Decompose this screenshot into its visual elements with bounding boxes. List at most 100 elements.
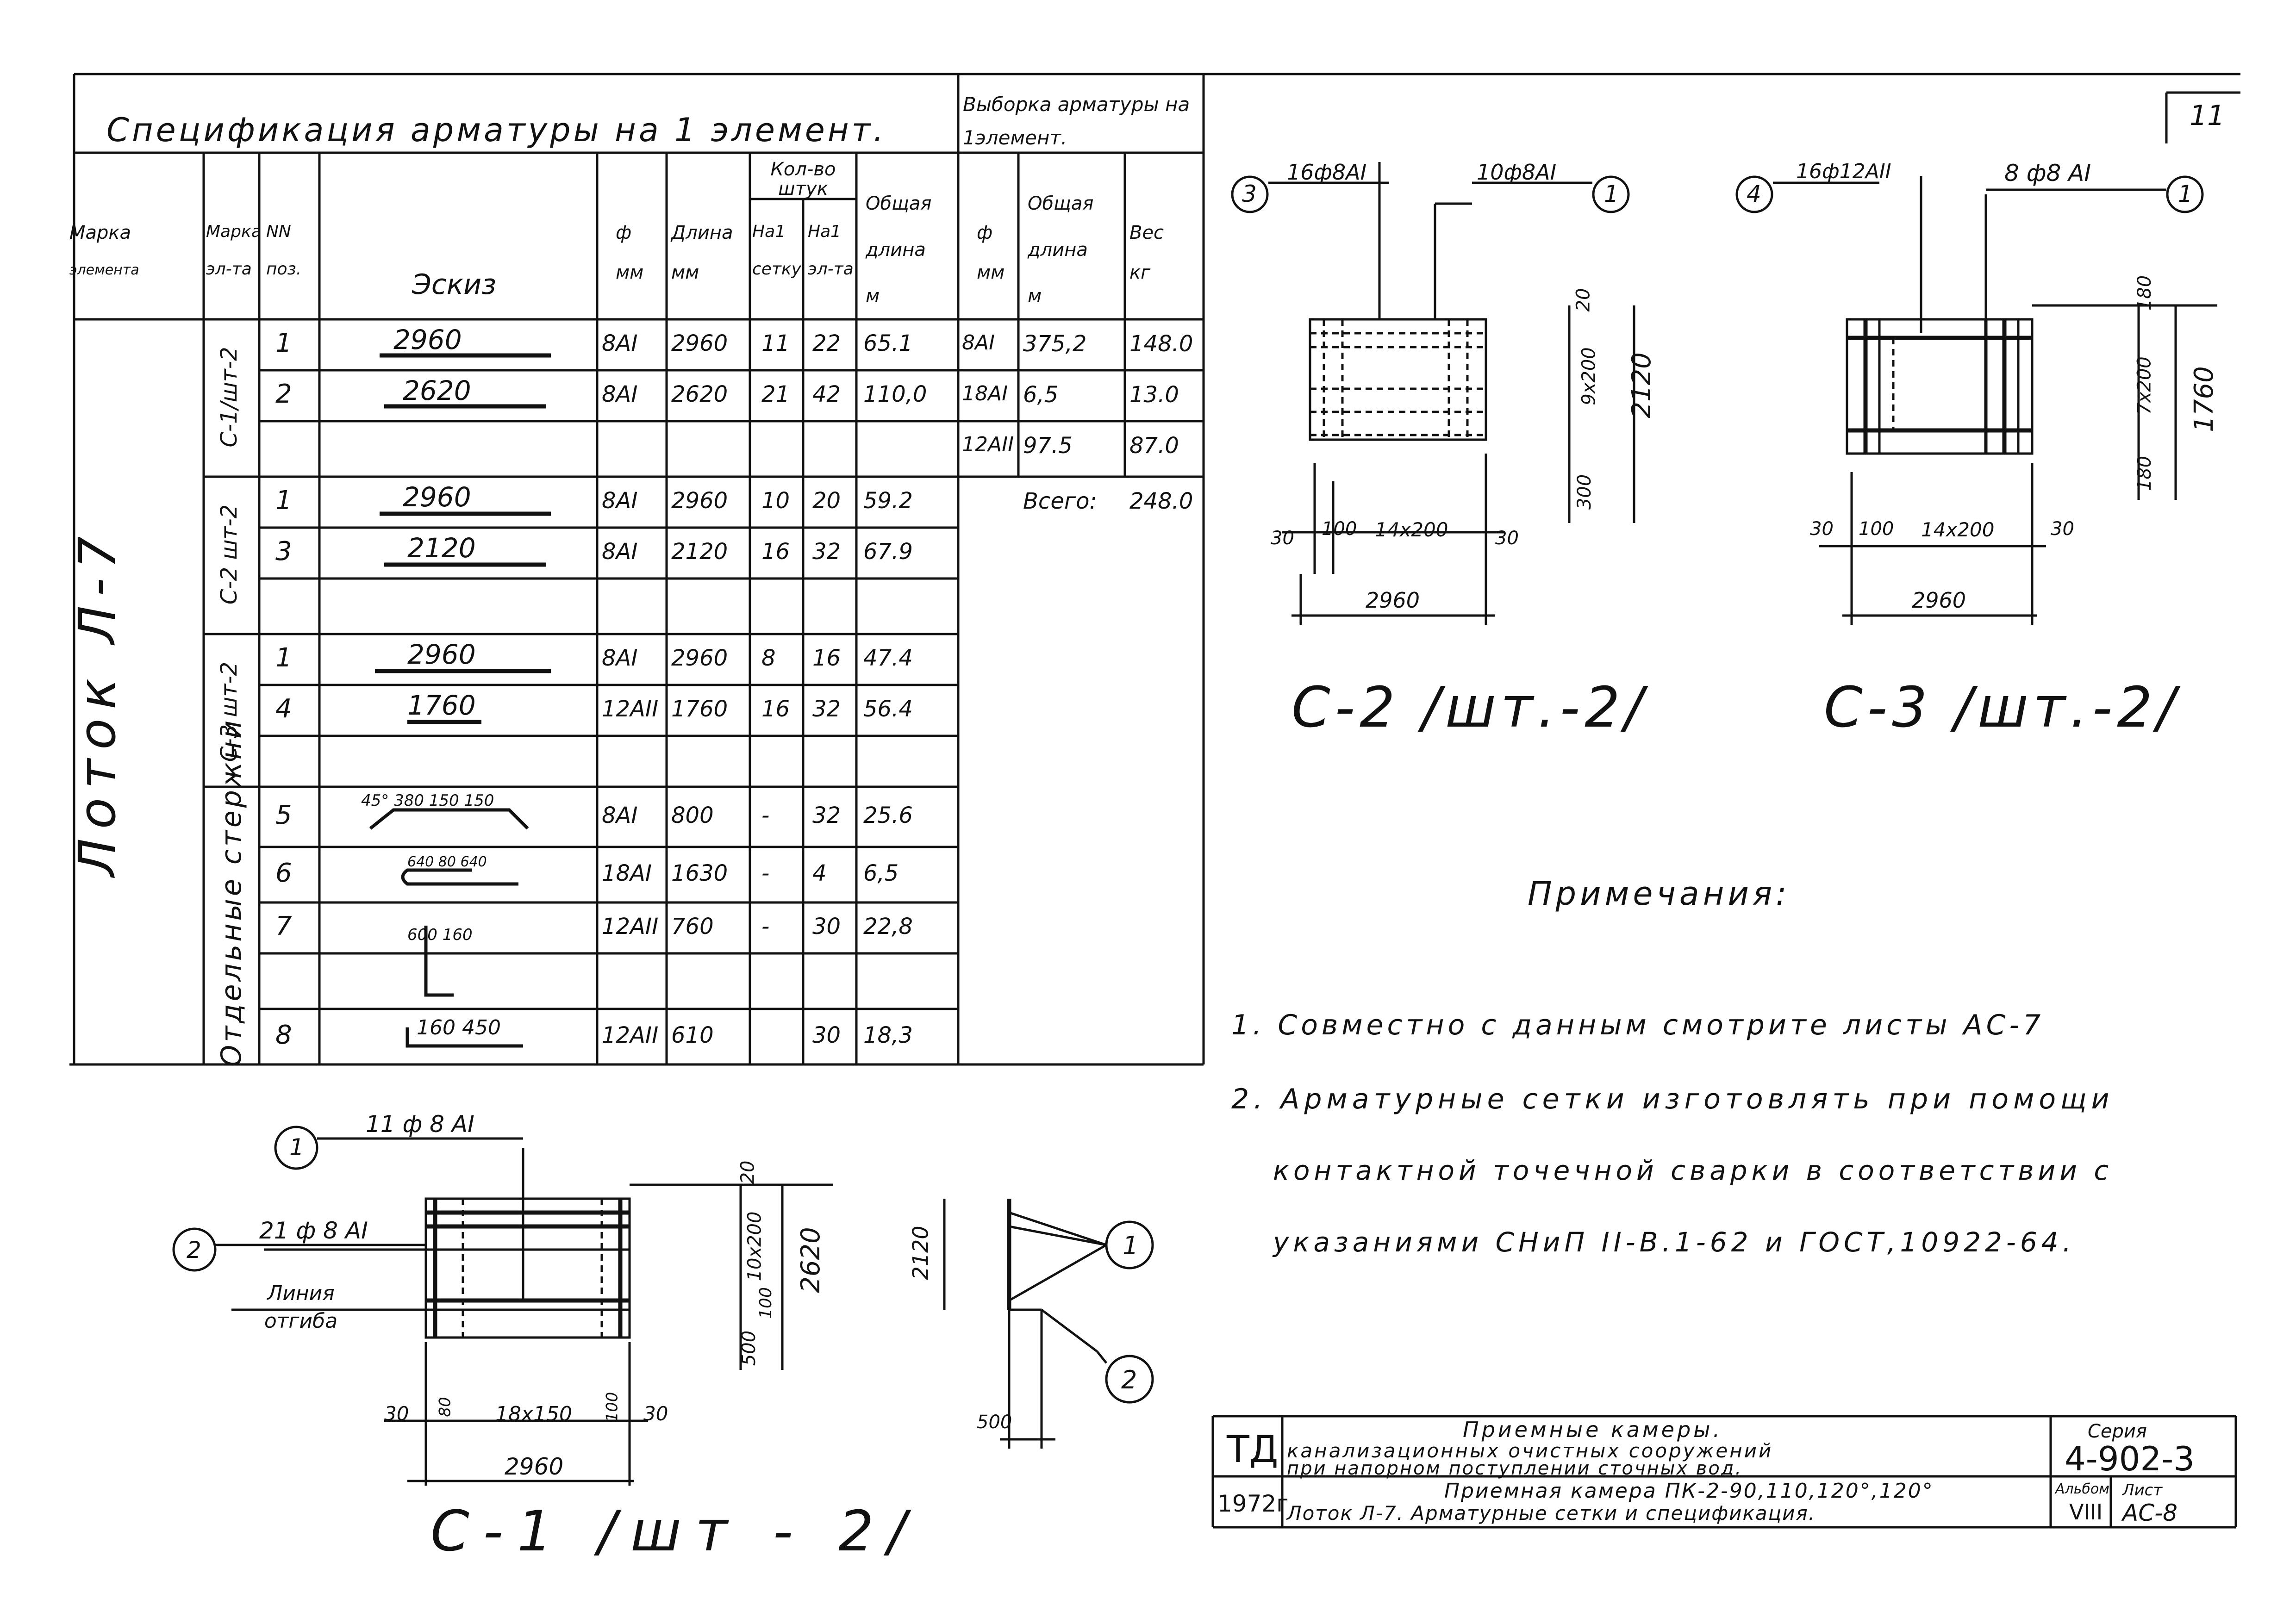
- cell-total: 65.1: [863, 330, 913, 356]
- stamp-album: VIII: [2069, 1500, 2103, 1524]
- stamp-sheet: АС-8: [2122, 1500, 2177, 1526]
- group-label-bars: Отдельные стержни: [215, 717, 248, 1067]
- c3-dim-r: 30: [2051, 518, 2074, 540]
- header-qty: Кол-во штук: [770, 159, 836, 199]
- c1-dim-top: 20: [737, 1160, 759, 1184]
- cell-q2: 4: [812, 860, 827, 886]
- cell-q1: -: [761, 913, 770, 940]
- cell-q1: 16: [761, 696, 790, 722]
- c1-dim-w: 2960: [505, 1453, 564, 1480]
- cell-pos: 1: [275, 485, 292, 516]
- c1-dim-total: 2620: [795, 1227, 826, 1293]
- c1-callout-1: 1: [289, 1134, 304, 1161]
- stamp-title-5: Лоток Л-7. Арматурные сетки и спецификац…: [1287, 1502, 1816, 1524]
- cell-sketch: 160 450: [417, 1016, 501, 1039]
- c3-dim-bot: 180: [2134, 455, 2156, 492]
- cell-pos: 2: [275, 379, 292, 409]
- c2-dim-total: 2120: [1626, 352, 1657, 418]
- c1-dim-l: 30: [384, 1402, 409, 1425]
- c2-bars-3: 16ф8AI: [1287, 160, 1367, 185]
- stamp-series: 4-902-3: [2065, 1439, 2195, 1478]
- stamp-title-3: при напорном поступлении сточных вод.: [1287, 1458, 1743, 1479]
- c1-dim-100: 100: [756, 1287, 775, 1319]
- cell-sketch: 640 80 640: [407, 854, 487, 870]
- c3-callout-4: 4: [1747, 180, 1761, 207]
- cell-sketch: 45° 380 150 150: [361, 791, 494, 810]
- cell-q2: 22: [812, 330, 841, 356]
- cell-q1: 11: [761, 330, 790, 356]
- c1-dim-bot: 500: [738, 1330, 760, 1366]
- cell-diam: 18AI: [602, 860, 652, 886]
- c2-dim-grid: 14x200: [1375, 518, 1448, 541]
- cell-len: 2120: [671, 538, 728, 565]
- header-sketch: Эскиз: [412, 268, 497, 301]
- cell-total: 67.9: [863, 538, 913, 565]
- cell-diam: 8AI: [602, 330, 638, 356]
- cell-pos: 3: [275, 536, 292, 566]
- c3-dim-total: 1760: [2189, 366, 2219, 432]
- sampling-weight: 87.0: [1129, 433, 1179, 459]
- c1-side-callout-1: 1: [1123, 1231, 1139, 1260]
- c3-callout-1: 1: [2178, 180, 2193, 207]
- cell-q2: 30: [812, 1022, 841, 1048]
- sampling-weight: 148.0: [1129, 331, 1193, 357]
- c2-bars-1: 10ф8AI: [1477, 160, 1557, 185]
- cell-q2: 16: [812, 645, 841, 671]
- note-2c: указаниями СНиП II-В.1-62 и ГОСТ,10922-6…: [1273, 1226, 2076, 1258]
- cell-diam: 8AI: [602, 487, 638, 514]
- sheet-number: 11: [2190, 100, 2225, 132]
- sampling-weight: 248.0: [1129, 488, 1193, 514]
- cell-total: 25.6: [863, 802, 913, 828]
- c2-callout-3: 3: [1242, 180, 1257, 207]
- c3-dim-grid: 14x200: [1921, 518, 1995, 541]
- c2-dim-l: 30: [1271, 528, 1294, 549]
- c1-side-h: 2120: [908, 1226, 933, 1280]
- mesh-c3-drawing: [1819, 176, 2217, 625]
- cell-q2: 30: [812, 913, 841, 940]
- c3-bars-1: 8 ф8 AI: [2004, 160, 2091, 187]
- stamp-album-label: Альбом: [2055, 1481, 2109, 1497]
- stamp-title-4: Приемная камера ПК-2-90,110,120°,120°: [1444, 1479, 1934, 1503]
- stamp-sheet-label: Лист: [2122, 1481, 2163, 1500]
- sampling-total: 375,2: [1023, 331, 1087, 357]
- c2-dim-w: 2960: [1366, 588, 1420, 613]
- mesh-c1-drawing: [231, 1148, 1107, 1486]
- cell-diam: 8AI: [602, 802, 638, 828]
- cell-q1: 16: [761, 538, 790, 565]
- c1-dim-rb: 100: [603, 1392, 622, 1422]
- cell-len: 1760: [671, 696, 728, 722]
- sampling-diam: 8AI: [962, 331, 995, 355]
- cell-diam: 12AII: [602, 696, 659, 722]
- cell-diam: 8AI: [602, 538, 638, 565]
- cell-len: 760: [671, 913, 714, 940]
- stamp-title-2: канализационных очистных сооружений: [1287, 1439, 1773, 1462]
- sampling-diam: 18AI: [962, 382, 1008, 405]
- sampling-total: 97.5: [1023, 433, 1073, 459]
- cell-sketch: 2620: [403, 375, 471, 406]
- c1-dim-lb: 80: [436, 1397, 455, 1417]
- cell-q1: -: [761, 860, 770, 886]
- sampling-weight: 13.0: [1129, 382, 1179, 408]
- cell-len: 800: [671, 802, 714, 828]
- sampling-total: 6,5: [1023, 382, 1059, 408]
- mesh-c2-drawing: [1282, 162, 1635, 625]
- c1-bars-2: 21 ф 8 AI: [259, 1217, 368, 1244]
- cell-q1: 21: [761, 381, 790, 407]
- cell-diam: 8AI: [602, 645, 638, 671]
- cell-pos: 7: [275, 911, 292, 941]
- cell-pos: 1: [275, 642, 292, 673]
- stamp-title-1: Приемные камеры.: [1463, 1417, 1723, 1442]
- c1-dim-grid: 18x150: [495, 1402, 573, 1426]
- cell-total: 6,5: [863, 860, 899, 886]
- cell-pos: 6: [275, 858, 292, 888]
- stamp-series-label: Серия: [2088, 1421, 2147, 1442]
- cell-sketch: 600 160: [407, 926, 473, 944]
